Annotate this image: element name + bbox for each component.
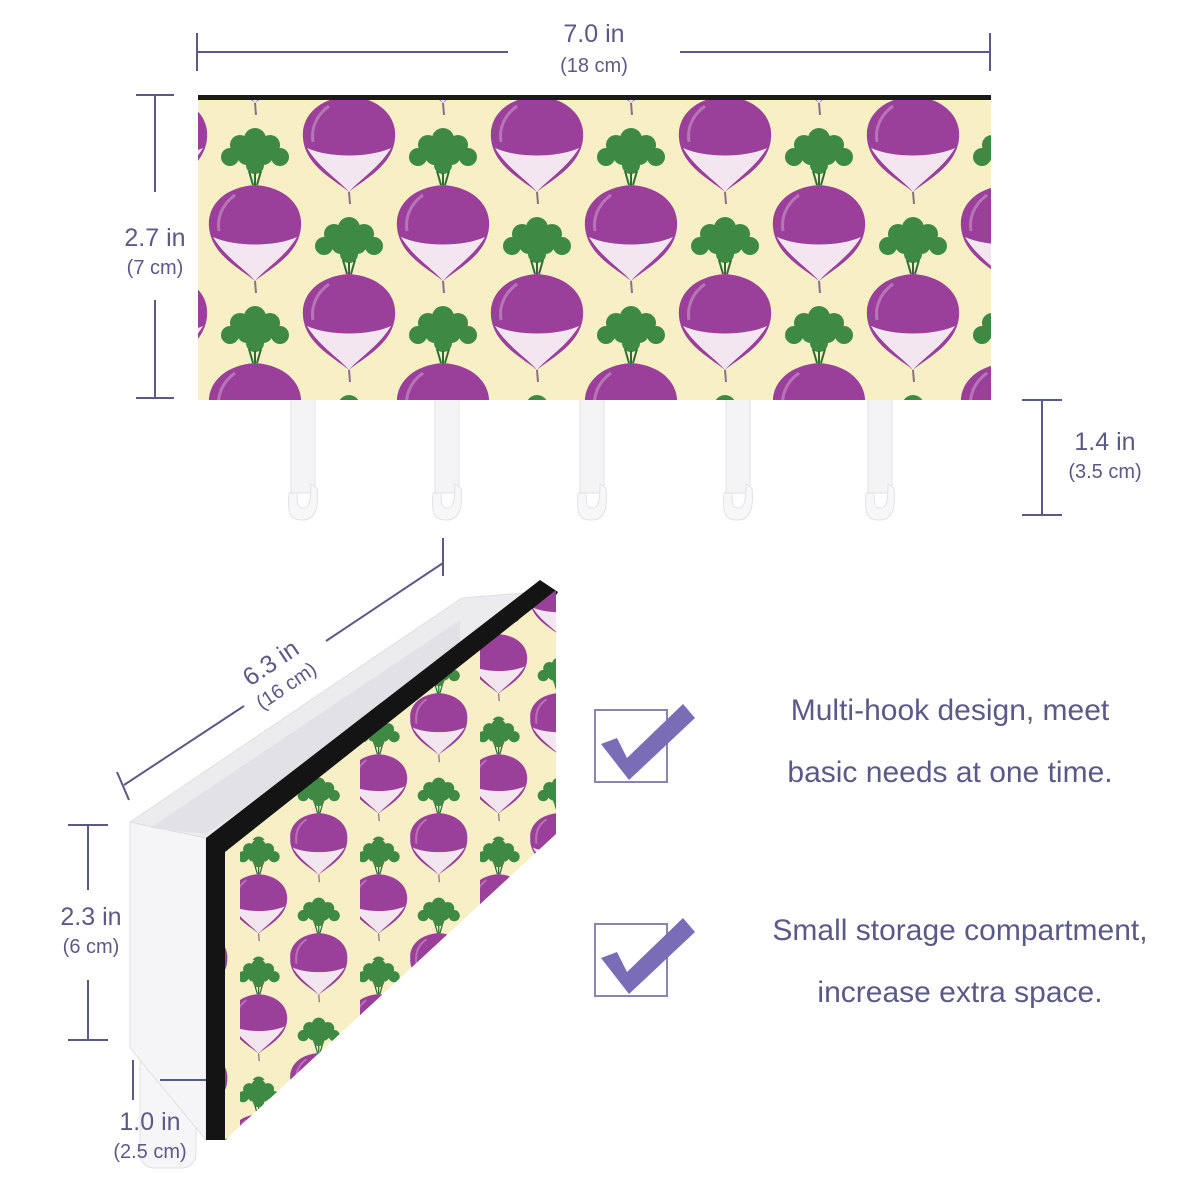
hook [432,397,462,521]
box-depth-sublabel: (2.5 cm) [113,1141,187,1163]
hook-row [288,397,895,521]
dimension-hook-length [1022,399,1062,516]
dimension-box-height [68,824,108,1041]
hook [723,397,753,521]
hook [288,397,318,521]
front-panel-pattern [198,95,991,400]
dimension-box-depth [132,1060,206,1100]
feature-2-line-1: Small storage compartment, [772,914,1148,947]
box-front-pattern [225,590,556,1140]
front-panel-top-edge [198,95,991,100]
dimension-top-width [196,33,991,71]
feature-1-line-2: basic needs at one time. [787,756,1113,789]
top-width-label: 7.0 in [563,20,625,48]
dimension-box-length [116,538,444,801]
check-box-icon [594,917,696,997]
top-height-label: 2.7 in [124,224,186,252]
box-product [128,580,558,1169]
feature-2-line-2: increase extra space. [817,976,1103,1009]
box-depth-label: 1.0 in [119,1108,181,1136]
feature-1-line-1: Multi-hook design, meet [790,694,1110,727]
top-height-sublabel: (7 cm) [126,257,184,279]
top-product [198,95,991,521]
hook-length-label: 1.4 in [1074,428,1136,456]
box-inner-shadow [150,620,460,834]
dimension-top-height [136,94,174,399]
hook-length-sublabel: (3.5 cm) [1068,461,1142,483]
box-height-label: 2.3 in [60,903,122,931]
hook [577,397,607,521]
check-box-icon [594,703,696,783]
top-width-sublabel: (18 cm) [560,55,628,77]
hook [865,397,895,521]
box-height-sublabel: (6 cm) [62,936,120,958]
